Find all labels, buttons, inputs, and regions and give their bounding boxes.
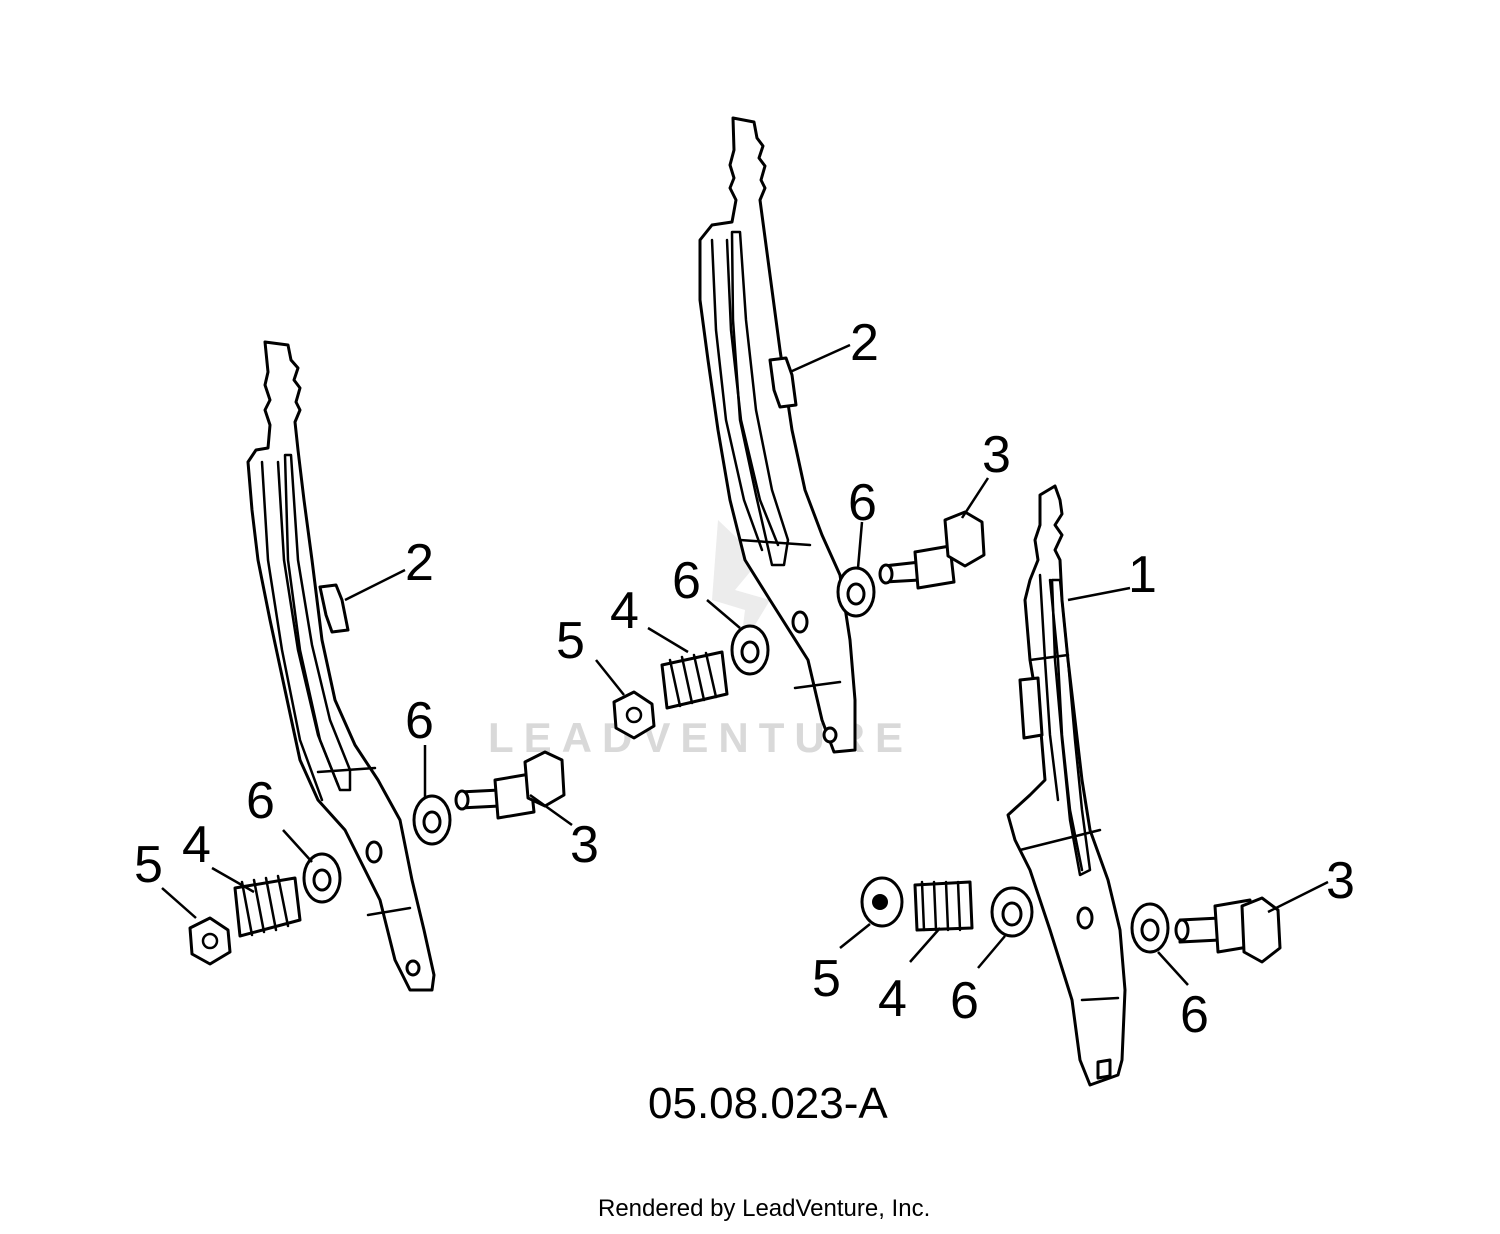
- callout-middle-6a: 6: [848, 474, 877, 532]
- callout-left-6a: 6: [405, 692, 434, 750]
- right-leader-6b: [1157, 951, 1189, 986]
- watermark-logo-icon: [712, 520, 770, 650]
- callout-left-2: 2: [405, 534, 434, 592]
- callout-middle-5: 5: [556, 612, 585, 670]
- callout-right-4: 4: [878, 970, 907, 1028]
- left-spring: [233, 874, 302, 938]
- drawing-code: 05.08.023-A: [648, 1079, 888, 1128]
- callout-right-1: 1: [1128, 546, 1157, 604]
- left-lever-arm: [246, 340, 436, 992]
- callout-left-4: 4: [182, 816, 211, 874]
- right-assembly: [839, 484, 1329, 1087]
- right-leader-4: [909, 927, 941, 963]
- middle-leader-4: [647, 626, 689, 654]
- right-leader-5: [839, 923, 871, 949]
- right-spring: [913, 880, 974, 932]
- middle-lever-arm: [698, 116, 857, 754]
- right-leader-6a: [977, 935, 1006, 969]
- middle-assembly: [595, 116, 990, 754]
- right-leader-3: [1267, 880, 1329, 914]
- middle-leader-2: [789, 343, 851, 374]
- callout-middle-3: 3: [982, 426, 1011, 484]
- left-washer-outer: [412, 794, 452, 846]
- callout-labels: 2 6 3 6 4 5 2 3 6 6 4 5 1 3 5 4 6 6: [134, 314, 1355, 1044]
- left-nut: [188, 916, 232, 966]
- render-credit: Rendered by LeadVenture, Inc.: [598, 1195, 930, 1222]
- left-leader-4: [211, 866, 255, 894]
- middle-leader-6a: [856, 521, 864, 569]
- left-bolt: [454, 750, 566, 820]
- middle-leader-6b: [706, 599, 741, 629]
- middle-nut: [612, 690, 656, 740]
- callout-middle-6b: 6: [672, 552, 701, 610]
- middle-leader-3: [960, 477, 990, 519]
- callout-right-6a: 6: [950, 972, 979, 1030]
- middle-bolt: [878, 510, 986, 590]
- right-washer-inner: [990, 886, 1034, 938]
- middle-washer-outer: [836, 566, 876, 618]
- callout-left-5: 5: [134, 836, 163, 894]
- left-leader-6b: [282, 829, 313, 863]
- right-nut: [860, 876, 904, 928]
- callout-middle-4: 4: [610, 582, 639, 640]
- left-leader-5: [161, 887, 197, 919]
- callout-right-5: 5: [812, 950, 841, 1008]
- right-leader-1: [1067, 586, 1131, 602]
- left-leader-2: [344, 568, 406, 602]
- left-washer-inner: [302, 852, 342, 904]
- callout-left-3: 3: [570, 816, 599, 874]
- right-washer-outer: [1130, 902, 1170, 954]
- right-lever-arm: [1006, 484, 1127, 1087]
- right-bolt: [1174, 896, 1282, 964]
- left-assembly: [161, 340, 573, 992]
- middle-washer-inner: [730, 624, 770, 676]
- callout-right-3: 3: [1326, 852, 1355, 910]
- left-leader-3: [529, 793, 573, 827]
- callout-left-6b: 6: [246, 772, 275, 830]
- callout-middle-2: 2: [850, 314, 879, 372]
- middle-leader-5: [595, 659, 625, 696]
- callout-right-6b: 6: [1180, 986, 1209, 1044]
- middle-spring: [660, 650, 729, 710]
